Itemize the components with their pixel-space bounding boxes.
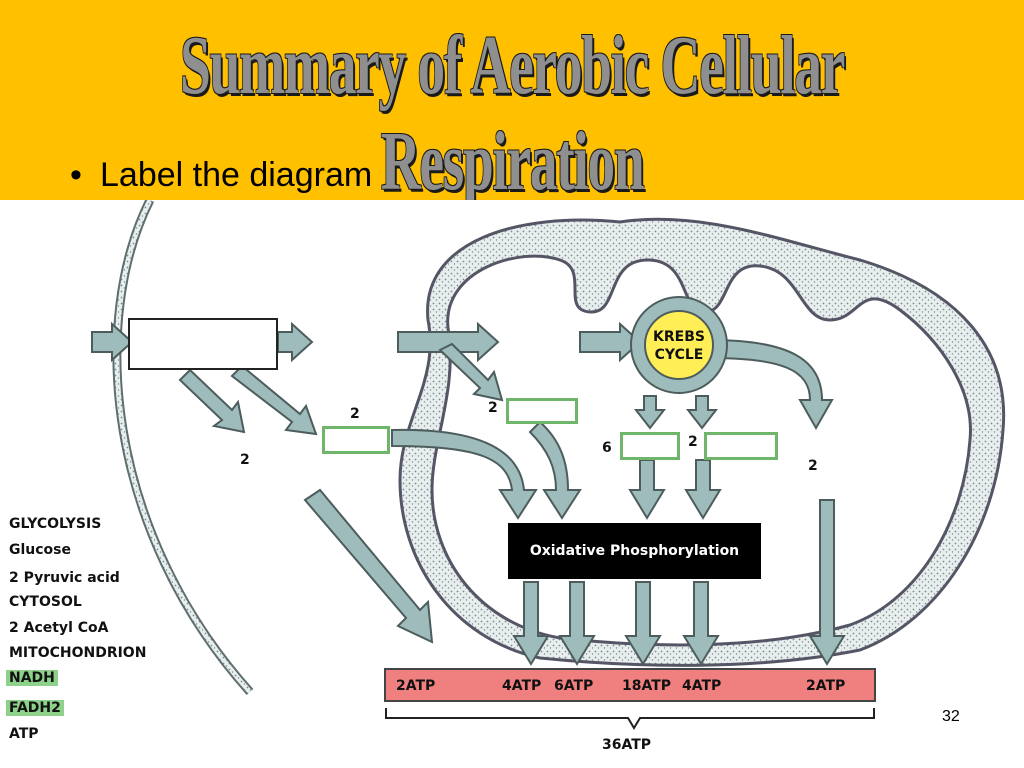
bullet-item: • Label the diagram: [70, 156, 372, 195]
cell-membrane-inner: [114, 200, 252, 694]
label-blank-nadh-acetyl[interactable]: [506, 398, 578, 424]
arrow-cytosol-atp: [303, 488, 434, 644]
arrow-nadh-to-oxphos: [391, 428, 538, 520]
atp-label-nadh-acetyl: 6ATP: [554, 678, 594, 694]
arrow-oxphos-atp-4: [682, 581, 720, 666]
oxidative-phosphorylation-box: Oxidative Phosphorylation: [508, 523, 761, 579]
legend-atp: ATP: [9, 726, 39, 742]
legend-mitochondrion: MITOCHONDRION: [9, 645, 147, 661]
slide-title: Summary of Aerobic Cellular Respiration: [180, 19, 845, 208]
atp-label-krebs: 2ATP: [806, 678, 846, 694]
legend-acetyl-coa: 2 Acetyl CoA: [9, 620, 109, 636]
atp-label-nadh-krebs: 18ATP: [622, 678, 672, 694]
bullet-text: Label the diagram: [100, 156, 373, 194]
title-banner: Summary of Aerobic Cellular Respiration …: [0, 0, 1024, 208]
arrow-to-acetyl-nadh: [438, 342, 504, 402]
krebs-cycle-core: [644, 310, 714, 380]
bullet-dot-icon: •: [70, 156, 82, 194]
arrow-to-pyruvate: [277, 321, 314, 363]
count-fadh2-krebs: 2: [688, 434, 698, 450]
arrow-krebs-fadh: [685, 395, 719, 430]
arrow-glycolysis-nadh: [178, 368, 246, 434]
arrow-acetyl-to-oxphos: [528, 420, 582, 520]
legend-fadh2: FADH2: [6, 700, 64, 716]
arrow-oxphos-atp-3: [624, 581, 662, 666]
count-atp-krebs: 2: [808, 458, 818, 474]
count-nadh-glycolysis: 2: [350, 406, 360, 422]
legend-glycolysis: GLYCOLYSIS: [9, 516, 102, 532]
atp-bar: [384, 668, 876, 702]
legend-cytosol: CYTOSOL: [9, 594, 82, 610]
atp-label-fadh2-krebs: 4ATP: [682, 678, 722, 694]
label-blank-nadh-krebs[interactable]: [620, 432, 680, 460]
page-number: 32: [942, 708, 960, 725]
legend-pyruvic-acid: 2 Pyruvic acid: [9, 570, 120, 586]
cell-membrane: [112, 200, 254, 695]
atp-label-nadh-glycolysis: 4ATP: [502, 678, 542, 694]
label-blank-nadh-glycolysis[interactable]: [322, 426, 390, 454]
arrow-fadh2-to-oxphos: [684, 459, 722, 520]
label-blank-fadh2-krebs[interactable]: [704, 432, 778, 460]
arrow-krebs-atp-down: [808, 499, 846, 666]
legend-nadh: NADH: [6, 670, 58, 686]
krebs-label-line2: CYCLE: [654, 347, 704, 363]
total-atp-label: 36ATP: [602, 737, 652, 753]
arrow-oxphos-atp-1: [512, 581, 550, 666]
krebs-cycle-label: KREBS CYCLE: [648, 328, 710, 364]
atp-label-glycolysis: 2ATP: [396, 678, 436, 694]
krebs-label-line1: KREBS: [653, 329, 705, 345]
label-blank-glucose-product[interactable]: [128, 318, 278, 370]
respiration-diagram: KREBS CYCLE 2 2 2 6 2 2 Oxidative Phosph…: [0, 200, 1024, 768]
arrow-oxphos-atp-2: [558, 581, 596, 666]
arrow-krebs-entry: [579, 321, 642, 363]
arrow-to-mito: [397, 321, 500, 363]
count-atp-glycolysis: 2: [240, 452, 250, 468]
arrow-krebs-nadh: [633, 395, 667, 430]
legend-glucose: Glucose: [9, 542, 72, 558]
total-bracket: [385, 708, 875, 730]
count-nadh-acetyl: 2: [488, 400, 498, 416]
arrow-to-nadh-box: [230, 364, 318, 436]
arrow-nadh2-to-oxphos: [628, 459, 666, 520]
count-nadh-krebs: 6: [602, 440, 612, 456]
arrow-glucose-in: [91, 321, 134, 363]
arrow-krebs-atp: [709, 338, 834, 431]
